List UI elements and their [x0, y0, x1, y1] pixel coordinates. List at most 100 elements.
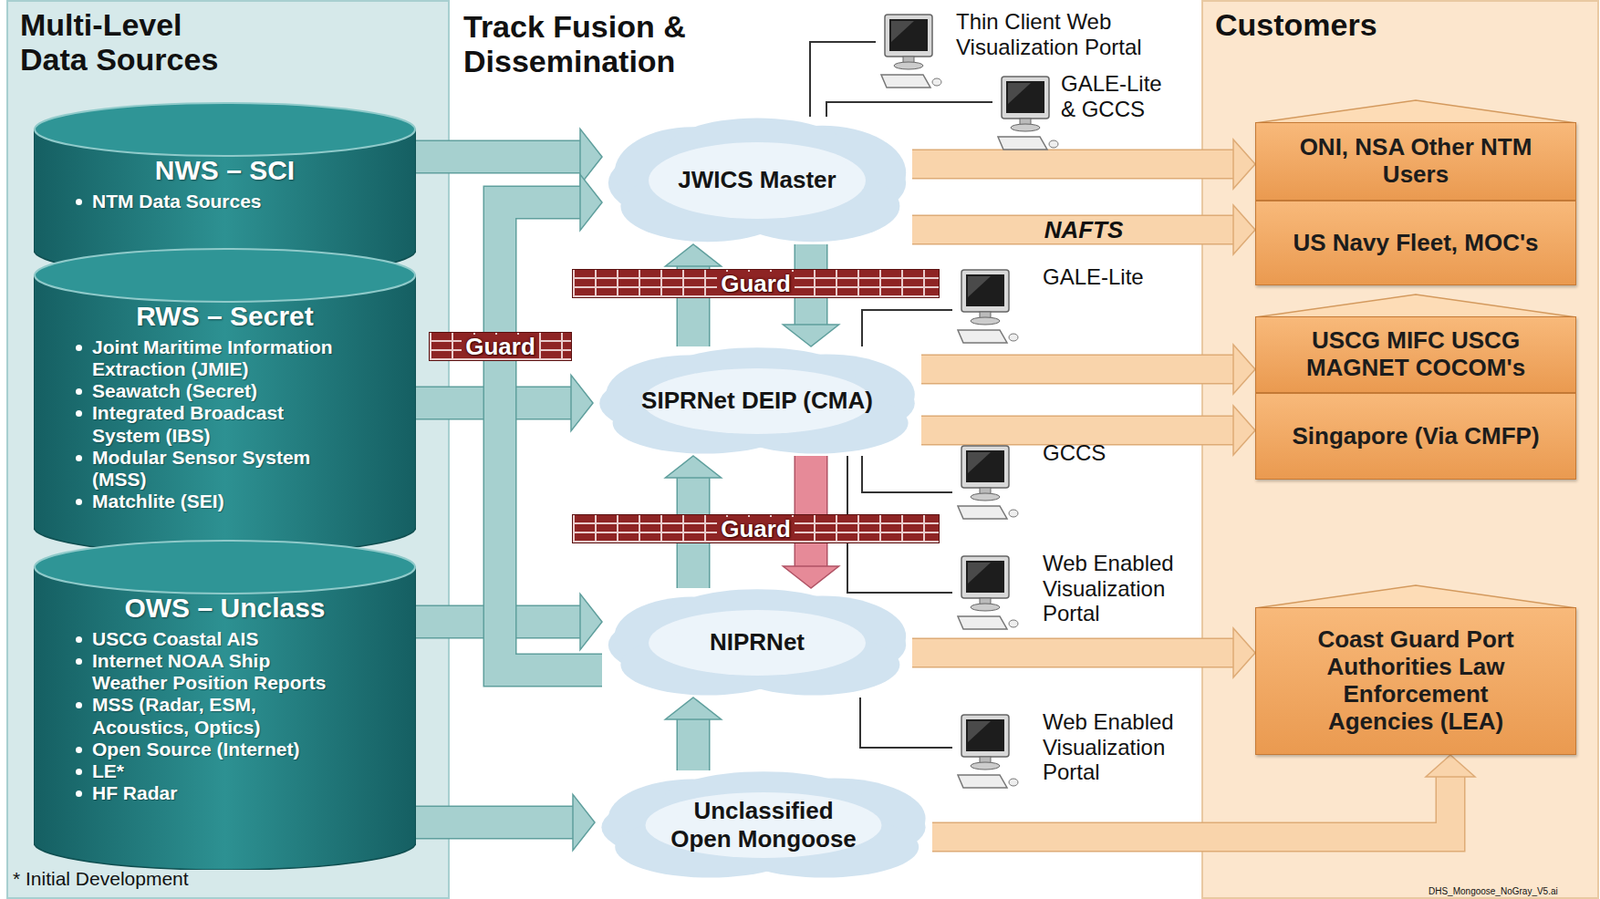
arrow-outline	[415, 140, 581, 175]
connector-line	[862, 456, 953, 493]
cloud-glow	[648, 142, 866, 219]
computer-icon	[994, 72, 1060, 159]
screen-glare	[967, 721, 991, 743]
flow-arrow	[415, 794, 595, 851]
workstation: GALE-Lite	[952, 264, 1192, 356]
bullet-row: HF Radar	[33, 782, 416, 805]
cylinder-heading: RWS – Secret	[33, 300, 416, 333]
network-cloud: JWICS Master	[602, 116, 913, 245]
bullet-text: Open Source (Internet)	[92, 738, 348, 761]
source-panel-ground	[7, 0, 449, 899]
workstation: GALE-Lite & GCCS	[992, 71, 1203, 163]
flow-arrow	[499, 174, 603, 671]
bullet-text: Seawatch (Secret)	[92, 380, 348, 403]
bullet-dot	[75, 790, 83, 798]
cylinder-content: RWS – SecretJoint Maritime Information E…	[33, 300, 416, 513]
arrow-shaft	[912, 216, 1234, 244]
flow-arrow	[415, 128, 603, 185]
bullet-row: Integrated Broadcast System (IBS)	[33, 402, 416, 447]
arrow-shaft	[795, 456, 827, 567]
monitor-screen	[966, 719, 1005, 752]
arrow-shaft	[912, 150, 1234, 178]
footnote: * Initial Development	[12, 868, 287, 891]
file-name: DHS_Mongoose_NoGray_V5.ai	[1428, 886, 1593, 897]
customer-label: Coast Guard Port Authorities Law Enforce…	[1310, 626, 1521, 737]
connector-line	[862, 456, 953, 493]
cylinder-body	[33, 567, 416, 871]
bullet-dot	[75, 702, 83, 709]
mouse	[1008, 509, 1019, 518]
arrow-head	[664, 456, 721, 478]
connector-line	[810, 41, 876, 117]
arrow-head	[571, 374, 593, 431]
network-cloud: Unclassified Open Mongoose	[594, 770, 933, 881]
arrow-shaft	[415, 807, 573, 839]
bullet-dot	[75, 636, 83, 644]
arrow-head	[1425, 755, 1476, 778]
customer-box: Singapore (Via CMFP)	[1255, 393, 1577, 480]
monitor-screen	[966, 450, 1005, 483]
bullet-text: HF Radar	[92, 782, 348, 805]
cloud-label: Unclassified Open Mongoose	[665, 797, 863, 854]
network-cloud: SIPRNet DEIP (CMA)	[592, 346, 922, 457]
monitor-frame	[961, 556, 1009, 599]
customer-box: USCG MIFC USCG MAGNET COCOM's	[1255, 316, 1577, 394]
flow-arrow	[932, 755, 1476, 838]
arrow-head	[1233, 139, 1256, 189]
cylinder-body	[33, 275, 416, 555]
screen-glare	[967, 276, 991, 298]
connector-line	[860, 697, 953, 749]
bullet-text: Internet NOAA Ship Weather Position Repo…	[92, 650, 348, 695]
arrow-shaft	[932, 777, 1451, 838]
panel-heading: Multi-Level Data Sources	[20, 7, 239, 77]
screen-glare	[967, 452, 991, 474]
cylinder-top	[34, 249, 416, 302]
monitor-frame	[884, 14, 933, 57]
database-cylinder: RWS – SecretJoint Maritime Information E…	[33, 248, 416, 555]
flow-arrow	[921, 344, 1256, 395]
workstation-label: GALE-Lite	[1042, 264, 1189, 291]
database-cylinder: OWS – UnclassUSCG Coastal AISInternet NO…	[33, 540, 416, 871]
bullet-dot	[75, 410, 83, 417]
flow-arrow	[912, 205, 1256, 255]
cloud-puffs	[608, 589, 906, 696]
customer-box: ONI, NSA Other NTM Users	[1255, 122, 1577, 201]
bullet-row: Open Source (Internet)	[33, 738, 416, 761]
network-cloud: NIPRNet	[602, 588, 913, 698]
guard-label: Guard	[716, 271, 795, 296]
screen-glare	[891, 20, 915, 42]
bullet-dot	[75, 198, 83, 206]
workstation: GCCS	[952, 440, 1192, 532]
workstation: Web Enabled Visualization Portal	[952, 550, 1192, 643]
customer-label: USCG MIFC USCG MAGNET COCOM's	[1283, 327, 1549, 383]
customer-box: US Navy Fleet, MOC's	[1255, 200, 1577, 286]
monitor-frame	[961, 446, 1009, 489]
customer-label: ONI, NSA Other NTM Users	[1283, 134, 1549, 189]
monitor-base	[1010, 124, 1040, 132]
flow-arrow	[664, 697, 721, 771]
bullet-dot	[75, 768, 83, 776]
monitor-frame	[1001, 76, 1050, 119]
flow-arrow	[912, 139, 1256, 189]
flow-arrow	[912, 628, 1256, 678]
box-roof	[1255, 100, 1577, 124]
monitor-frame	[961, 715, 1009, 758]
computer-icon	[877, 10, 944, 97]
monitor-screen	[889, 19, 928, 52]
monitor-screen	[966, 561, 1005, 593]
panel-heading: Customers	[1215, 7, 1489, 42]
cloud-label: JWICS Master	[677, 166, 836, 195]
guard-firewall: Guard	[571, 269, 940, 299]
arrow-outline	[912, 215, 1234, 246]
bullet-row: Joint Maritime Information Extraction (J…	[33, 336, 416, 381]
cylinder-heading: OWS – Unclass	[33, 592, 416, 625]
workstation-label: Web Enabled Visualization Portal	[1042, 709, 1189, 786]
cylinder-top	[34, 103, 416, 156]
monitor-base	[893, 62, 924, 70]
bullet-text: USCG Coastal AIS	[92, 628, 348, 651]
bullet-dot	[75, 344, 83, 352]
arrow-head	[782, 566, 839, 589]
workstation: Web Enabled Visualization Portal	[952, 709, 1192, 801]
arrow-head	[1233, 628, 1256, 678]
